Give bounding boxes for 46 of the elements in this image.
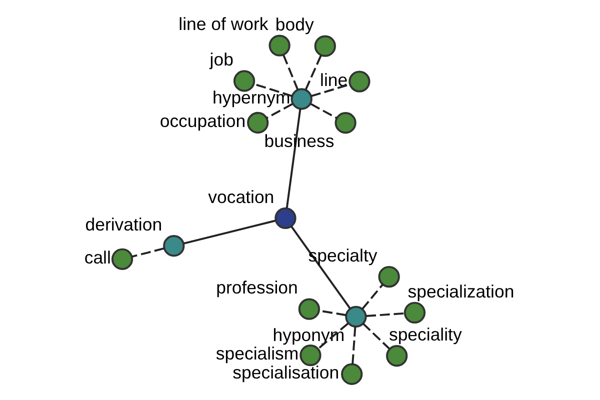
- node-circle: [404, 302, 426, 324]
- connector: [352, 326, 356, 364]
- connector: [310, 84, 350, 98]
- node-circle: [298, 298, 320, 320]
- node-circle: [247, 112, 269, 134]
- connector: [366, 312, 405, 317]
- node-label: body: [275, 14, 314, 35]
- node-label: job: [210, 50, 234, 70]
- node-label: line of work: [178, 14, 268, 34]
- node-label: specialisation: [232, 362, 340, 382]
- connector: [266, 103, 293, 119]
- node-label: occupation: [160, 111, 246, 132]
- node-label: vocation: [208, 186, 274, 207]
- node-circle: [386, 345, 408, 367]
- node-circle: [268, 34, 290, 56]
- connector: [318, 322, 349, 350]
- node-label: speciality: [388, 324, 462, 345]
- node-circle: [233, 70, 256, 92]
- node-circle: [274, 207, 296, 230]
- connector: [132, 247, 164, 258]
- node-label: line: [320, 70, 348, 90]
- node-circle: [290, 88, 312, 110]
- connector: [286, 109, 302, 208]
- node-circle: [111, 248, 134, 270]
- node-circle: [334, 112, 356, 134]
- node-label: profession: [216, 278, 298, 298]
- node-circle: [345, 306, 367, 328]
- connector: [254, 83, 292, 97]
- node-label: hyponym: [272, 324, 345, 345]
- connector: [362, 284, 384, 310]
- node-circle: [314, 35, 336, 57]
- connector: [184, 220, 276, 244]
- node-label: call: [84, 247, 111, 268]
- node-label: specialism: [216, 344, 299, 364]
- node-circle: [163, 235, 185, 257]
- connector: [304, 54, 322, 90]
- connector: [282, 54, 299, 90]
- node-circle: [300, 344, 322, 366]
- node-label: specialization: [408, 281, 514, 302]
- node-label: derivation: [85, 214, 162, 235]
- node-circle: [378, 266, 400, 288]
- node-circle: [341, 363, 363, 385]
- node-label: hypernym: [212, 87, 290, 108]
- connector: [362, 322, 390, 350]
- node-circle: [348, 70, 370, 92]
- connector: [310, 103, 338, 119]
